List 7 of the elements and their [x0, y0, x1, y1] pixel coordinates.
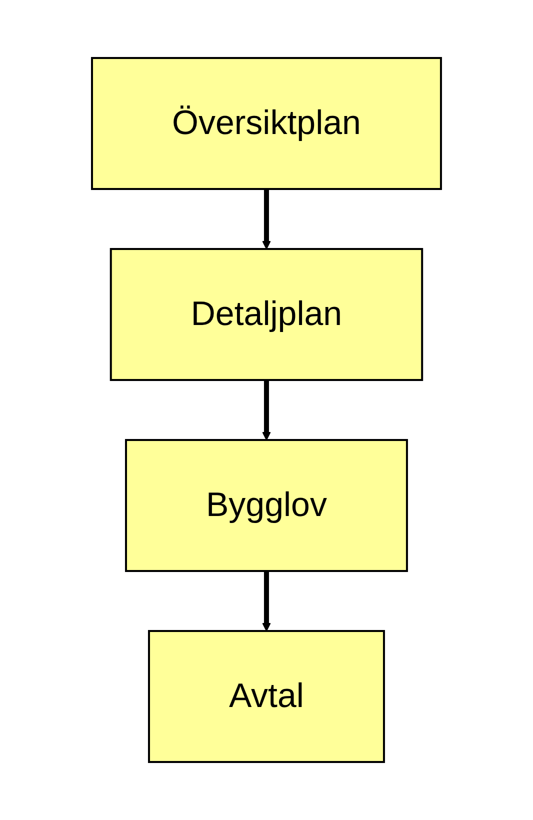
arrow — [262, 571, 271, 632]
node-box: Detaljplan — [110, 248, 424, 381]
node-box: Översiktplan — [91, 57, 442, 190]
node-box: Bygglov — [125, 439, 408, 572]
arrow — [262, 189, 271, 250]
arrow — [262, 380, 271, 440]
node-box: Avtal — [148, 630, 385, 763]
